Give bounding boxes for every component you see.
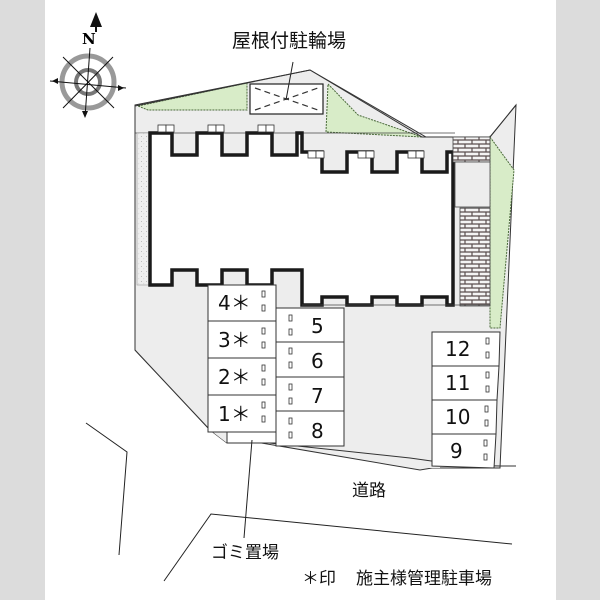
parking-slot-1: 1＊ (218, 402, 251, 426)
green-area-top-left (136, 82, 248, 111)
compass-rose-icon (49, 12, 127, 118)
road-edge-left (85, 422, 128, 556)
legend-mark: ＊印 (302, 569, 336, 589)
road-label: 道路 (352, 481, 386, 501)
parking-slot-12: 12 (445, 337, 471, 361)
parking-slot-11: 11 (445, 371, 471, 395)
compass-north-label: N (82, 30, 96, 48)
brick-wall-side (459, 207, 491, 307)
parking-slot-10: 10 (445, 405, 471, 429)
parking-slot-3: 3＊ (218, 328, 251, 352)
bicycle-parking-label: 屋根付駐輪場 (232, 30, 347, 52)
parking-slot-6: 6 (311, 349, 324, 373)
garbage-area-label: ゴミ置場 (211, 543, 279, 563)
parking-slot-8: 8 (311, 419, 324, 443)
building-outline (148, 131, 455, 307)
parking-slot-2: 2＊ (218, 365, 251, 389)
legend: ＊印施主様管理駐車場 (302, 571, 492, 588)
brick-wall-top (452, 136, 491, 163)
parking-slot-4: 4＊ (218, 291, 251, 315)
road-edge-bottom (163, 513, 513, 582)
parking-slot-5: 5 (311, 314, 324, 338)
parking-slot-9: 9 (450, 439, 463, 463)
legend-text: 施主様管理駐車場 (356, 569, 492, 589)
green-area-top-right (325, 82, 423, 138)
parking-slot-7: 7 (311, 384, 324, 408)
